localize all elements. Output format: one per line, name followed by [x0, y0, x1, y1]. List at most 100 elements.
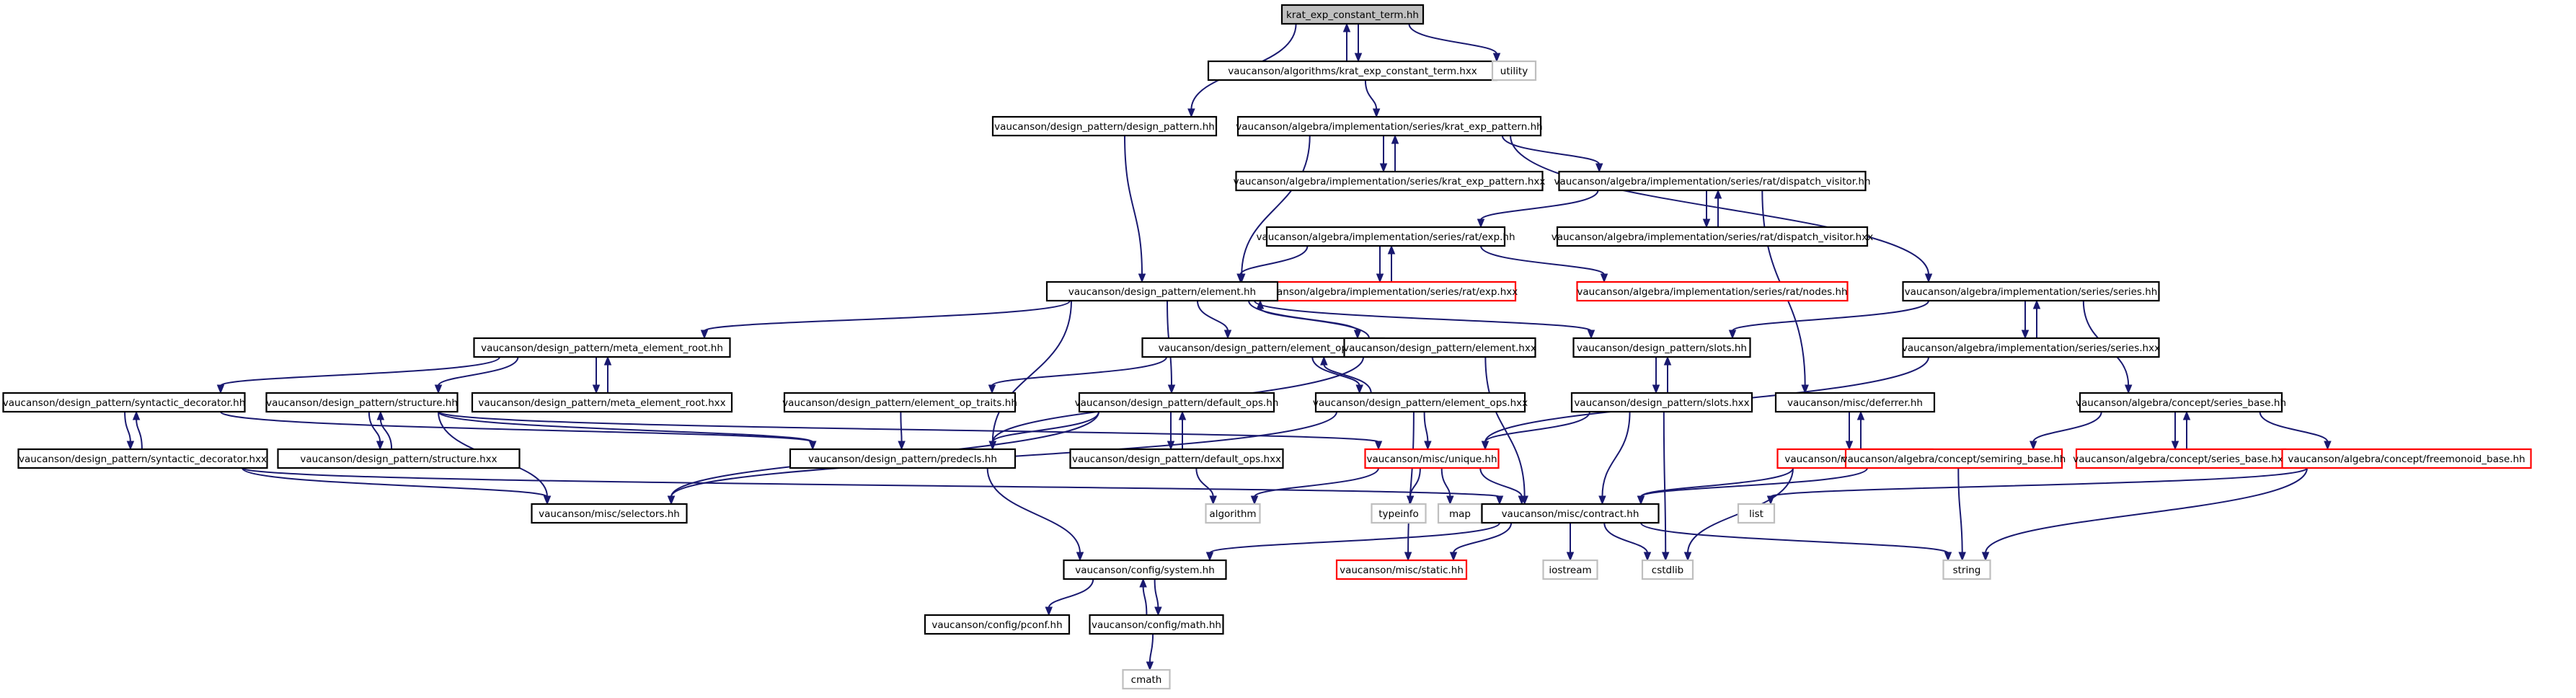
edge-line	[1142, 586, 1148, 616]
node-box	[1265, 226, 1506, 247]
node-box	[783, 392, 1017, 413]
node-box	[17, 448, 268, 469]
edge-line	[438, 411, 1379, 443]
node-sd-hh[interactable]: vaucanson/design_pattern/syntactic_decor…	[2, 392, 246, 413]
node-label: vaucanson/algebra/concept/series_base.hx…	[2073, 454, 2288, 465]
node-label: list	[1749, 508, 1763, 520]
edge-line	[379, 418, 393, 450]
edge-el-hxx-to-el-hh	[1256, 299, 1370, 339]
node-algorithm[interactable]: algorithm	[1205, 503, 1261, 524]
node-cstdlib[interactable]: cstdlib	[1641, 559, 1694, 580]
node-eot-hh[interactable]: vaucanson/design_pattern/element_op_trai…	[782, 392, 1017, 413]
node-series-hxx[interactable]: vaucanson/algebra/implementation/series/…	[1902, 337, 2160, 358]
edge-arrowhead	[1154, 606, 1162, 617]
node-typeinfo[interactable]: typeinfo	[1371, 503, 1427, 524]
node-semiring-hh[interactable]: vaucanson/algebra/concept/semiring_base.…	[1842, 448, 2066, 469]
node-sb-hh[interactable]: vaucanson/algebra/concept/series_base.hh	[2076, 392, 2286, 413]
node-dops-hxx[interactable]: vaucanson/design_pattern/default_ops.hxx	[1069, 448, 1284, 469]
node-label: vaucanson/algebra/implementation/series/…	[1905, 286, 2158, 298]
edge-line	[1640, 467, 1794, 498]
edge-line	[1663, 411, 1667, 554]
node-dops-hh[interactable]: vaucanson/design_pattern/default_ops.hh	[1075, 392, 1279, 413]
node-el-hxx[interactable]: vaucanson/design_pattern/element.hxx	[1343, 337, 1536, 358]
node-ket-hxx[interactable]: vaucanson/algorithms/krat_exp_constant_t…	[1207, 60, 1498, 81]
edge-arrowhead	[1518, 495, 1526, 505]
edge-arrowhead	[2171, 441, 2179, 451]
edge-kep-hxx-to-kep-hh	[1391, 134, 1399, 172]
node-selectors[interactable]: vaucanson/misc/selectors.hh	[531, 503, 688, 524]
edge-line	[1197, 300, 1229, 332]
node-box	[991, 115, 1218, 137]
edge-elops-hxx-to-elops-hh	[1320, 355, 1372, 394]
node-predecls[interactable]: vaucanson/design_pattern/predecls.hh	[789, 448, 1017, 469]
node-exp-hxx[interactable]: vaucanson/algebra/implementation/series/…	[1254, 280, 1518, 302]
node-exp-hh[interactable]: vaucanson/algebra/implementation/series/…	[1256, 226, 1515, 247]
node-el-hh[interactable]: vaucanson/design_pattern/element.hh	[1045, 280, 1279, 302]
node-elops-hxx[interactable]: vaucanson/design_pattern/element_ops.hxx	[1313, 392, 1528, 413]
node-nodes-hh[interactable]: vaucanson/algebra/implementation/series/…	[1576, 280, 1849, 302]
node-utility[interactable]: utility	[1491, 60, 1537, 81]
node-layer: krat_exp_constant_term.hh vaucanson/algor…	[2, 4, 2532, 690]
edge-line	[1484, 411, 1590, 443]
node-label: vaucanson/algebra/concept/freemonoid_bas…	[2288, 454, 2525, 465]
edge-arrowhead	[1449, 552, 1458, 562]
edge-sd-hh-to-sd-hxx	[124, 411, 135, 451]
node-struct-hxx[interactable]: vaucanson/design_pattern/structure.hxx	[277, 448, 521, 469]
node-string[interactable]: string	[1942, 559, 1991, 580]
edge-line	[242, 467, 548, 498]
node-box	[1343, 337, 1536, 358]
node-kep-hh[interactable]: vaucanson/algebra/implementation/series/…	[1236, 115, 1543, 137]
node-slots-hxx[interactable]: vaucanson/design_pattern/slots.hxx	[1570, 392, 1753, 413]
node-mer-hxx[interactable]: vaucanson/design_pattern/meta_element_ro…	[471, 392, 733, 413]
edge-arrowhead	[216, 384, 225, 394]
edge-arrowhead	[1683, 552, 1692, 562]
node-contract[interactable]: vaucanson/misc/contract.hh	[1481, 503, 1660, 524]
edge-arrowhead	[1236, 273, 1244, 283]
edge-semiring-hh-to-contract	[1637, 467, 1868, 505]
node-label: vaucanson/algebra/implementation/series/…	[1256, 231, 1515, 243]
edge-line	[1732, 300, 1929, 332]
edge-line	[1510, 135, 1929, 275]
node-root[interactable]: krat_exp_constant_term.hh	[1280, 4, 1425, 25]
node-deferrer-hh[interactable]: vaucanson/misc/deferrer.hh	[1774, 392, 1936, 413]
node-system-hh[interactable]: vaucanson/config/system.hh	[1063, 559, 1227, 580]
node-label: vaucanson/misc/deferrer.hh	[1787, 397, 1923, 409]
edge-elops-hh-to-eot-hh	[988, 356, 1167, 394]
node-cmath[interactable]: cmath	[1122, 668, 1171, 690]
edge-arrowhead	[1045, 606, 1053, 617]
edge-line	[1479, 467, 1523, 498]
node-label: vaucanson/design_pattern/structure.hxx	[300, 454, 497, 465]
node-math-hh[interactable]: vaucanson/config/math.hh	[1089, 614, 1224, 635]
node-struct-hh[interactable]: vaucanson/design_pattern/structure.hh	[265, 392, 459, 413]
edge-unique-hh-to-algorithm	[1250, 467, 1379, 505]
edge-root-to-ket-hxx	[1354, 24, 1363, 63]
node-kep-hxx[interactable]: vaucanson/algebra/implementation/series/…	[1234, 170, 1546, 192]
node-unique-hh[interactable]: vaucanson/misc/unique.hh	[1364, 448, 1500, 469]
edge-contract-to-iostream	[1566, 523, 1575, 562]
node-dv-hh[interactable]: vaucanson/algebra/implementation/series/…	[1554, 170, 1871, 192]
node-pconf[interactable]: vaucanson/config/pconf.hh	[924, 614, 1071, 635]
edge-line	[1408, 23, 1497, 55]
edge-ket-hxx-to-root	[1342, 22, 1351, 62]
node-iostream[interactable]: iostream	[1542, 559, 1598, 580]
node-fm-hh[interactable]: vaucanson/algebra/concept/freemonoid_bas…	[2281, 448, 2532, 469]
node-sd-hxx[interactable]: vaucanson/design_pattern/syntactic_decor…	[17, 448, 268, 469]
node-sb-hxx[interactable]: vaucanson/algebra/concept/series_base.hx…	[2073, 448, 2289, 469]
node-label: vaucanson/design_pattern/meta_element_ro…	[481, 343, 723, 354]
node-slots-hh[interactable]: vaucanson/design_pattern/slots.hh	[1572, 337, 1751, 358]
node-list[interactable]: list	[1737, 503, 1776, 524]
edge-line	[1453, 522, 1513, 554]
node-dv-hxx[interactable]: vaucanson/algebra/implementation/series/…	[1552, 226, 1873, 247]
node-series-hh[interactable]: vaucanson/algebra/implementation/series/…	[1902, 280, 2160, 302]
node-static-hh[interactable]: vaucanson/misc/static.hh	[1335, 559, 1468, 580]
edge-arrowhead	[1446, 495, 1454, 505]
node-dp-hh[interactable]: vaucanson/design_pattern/design_pattern.…	[991, 115, 1218, 137]
edge-line	[1239, 245, 1309, 275]
node-map[interactable]: map	[1437, 503, 1483, 524]
node-mer-hh[interactable]: vaucanson/design_pattern/meta_element_ro…	[473, 337, 731, 358]
edge-line	[986, 467, 1081, 554]
node-label: vaucanson/algebra/implementation/series/…	[1234, 176, 1546, 187]
edge-fm-hh-to-string	[1981, 467, 2308, 562]
edge-el-hh-to-mer-hh	[700, 300, 1071, 340]
edge-arrowhead	[1178, 410, 1187, 420]
